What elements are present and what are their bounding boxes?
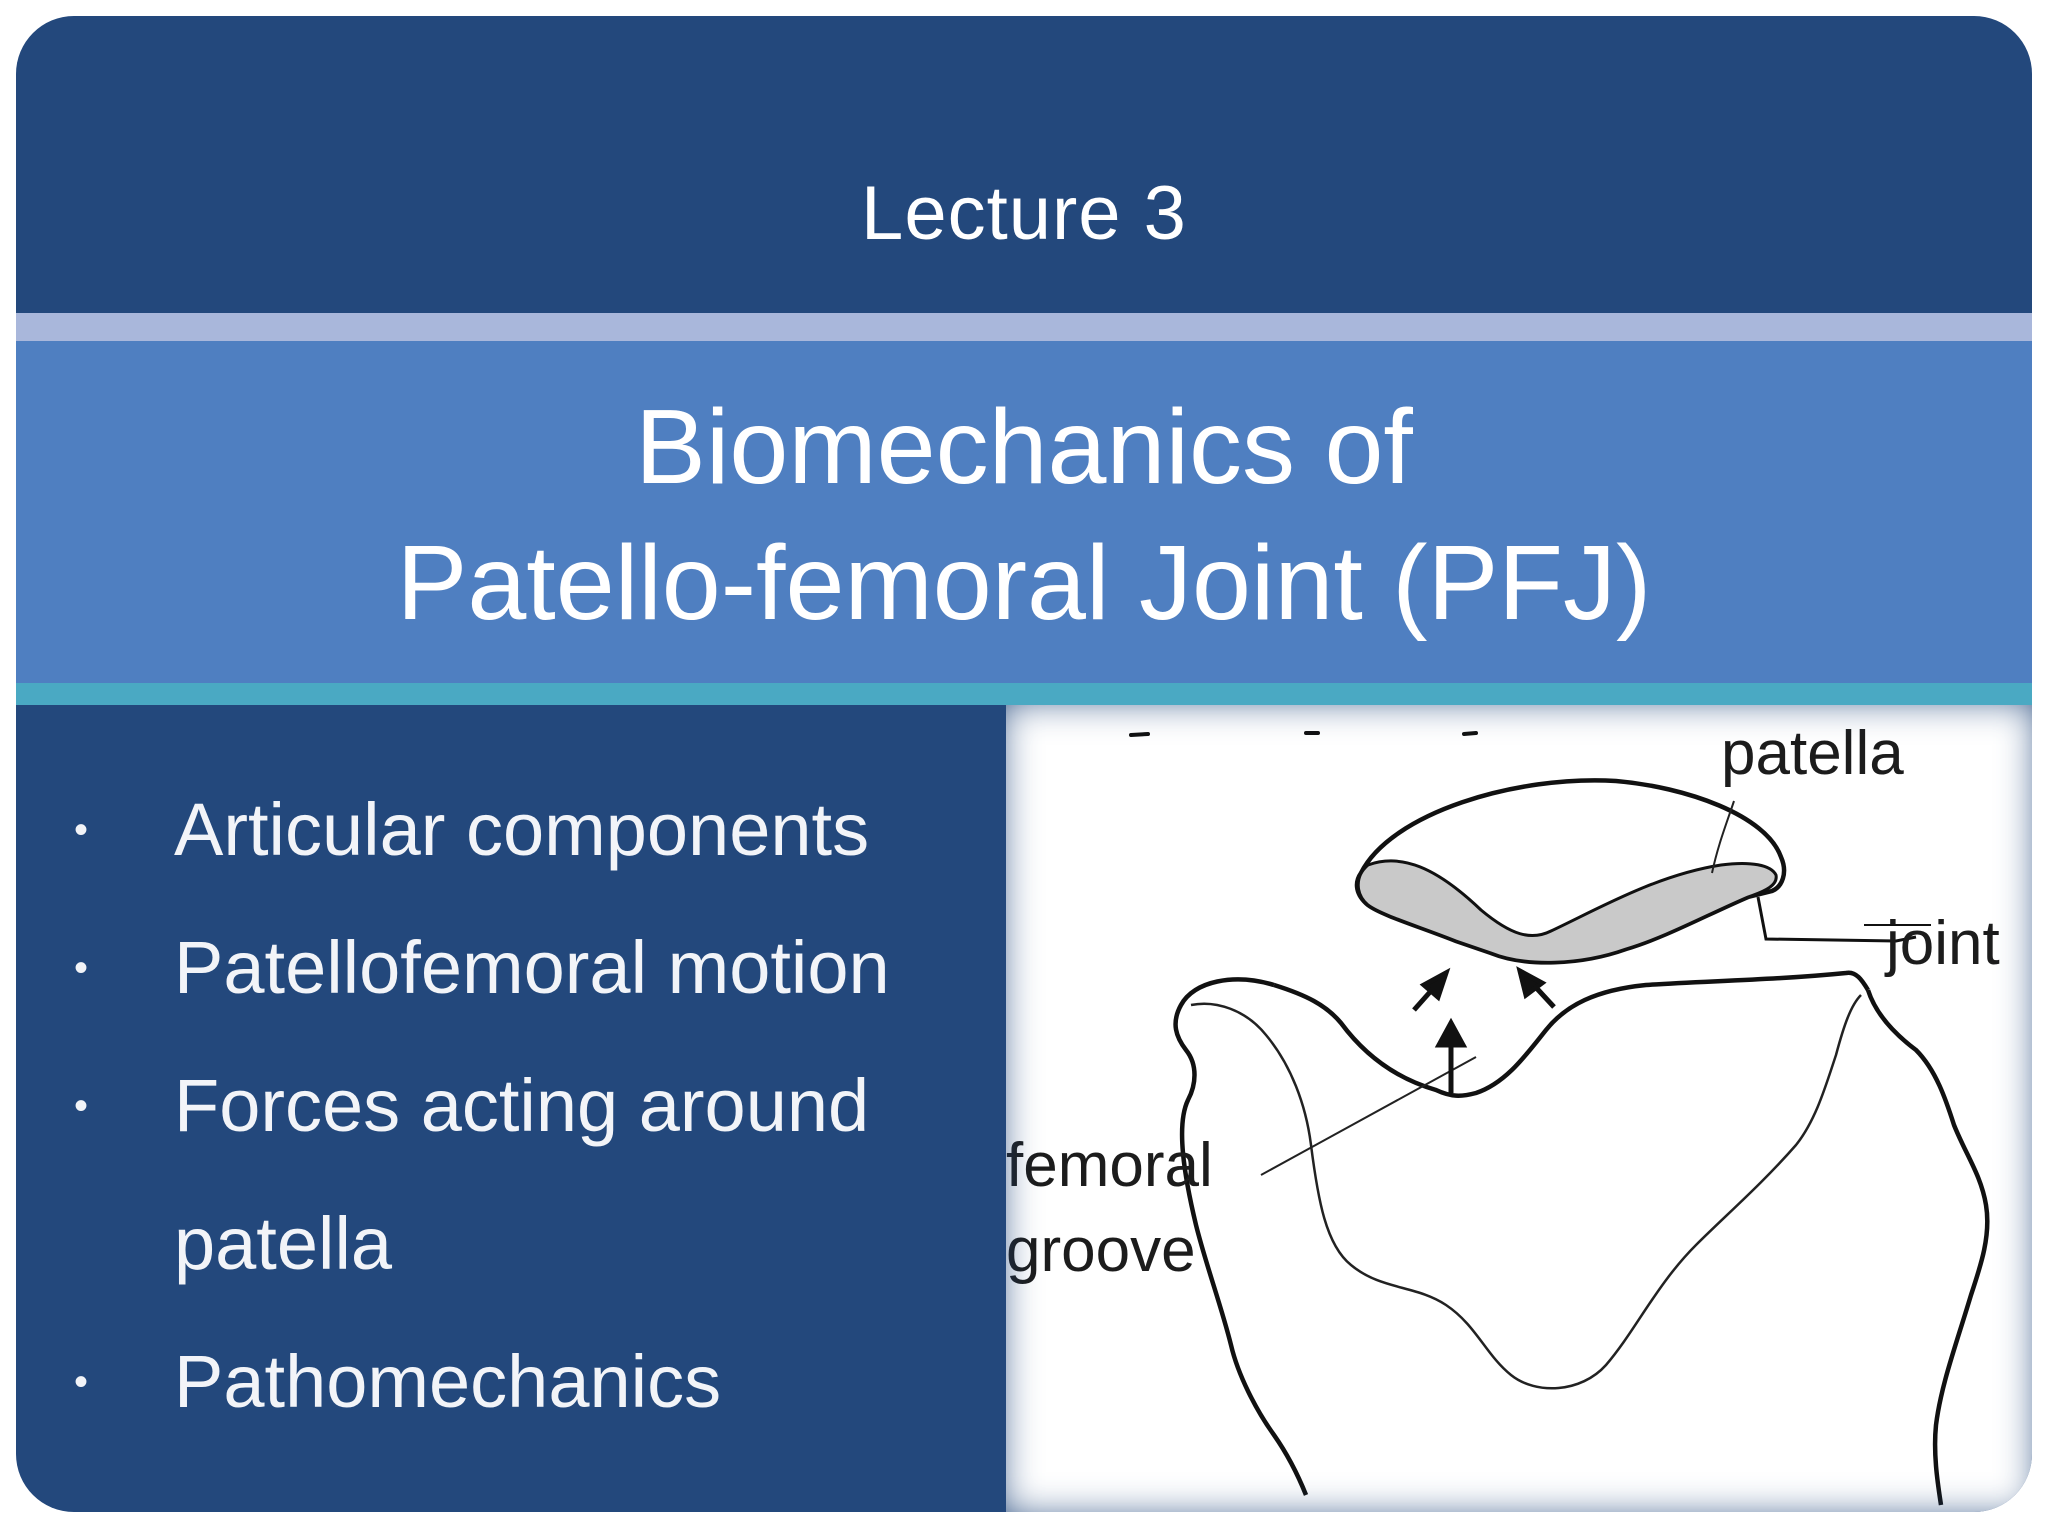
- patella-leader-line: [1711, 800, 1735, 874]
- femur-right-side: [1865, 989, 1990, 1506]
- bullet-text: Pathomechanics: [174, 1340, 722, 1423]
- bullet-marker: •: [74, 946, 89, 990]
- femur-top-condyles: [1273, 970, 1870, 1098]
- title-band-bottom-stripe: [16, 683, 2032, 705]
- bullet-text: Forces acting around: [174, 1064, 870, 1147]
- bullet-item-patella-continuation: patella: [52, 1175, 992, 1313]
- label-patella: patella: [1721, 719, 1904, 788]
- bullet-text: Patellofemoral motion: [174, 926, 890, 1009]
- lecture-number: Lecture 3: [861, 171, 1187, 256]
- bullet-item-patellofemoral-motion: • Patellofemoral motion: [52, 899, 992, 1037]
- bullet-item-forces-acting-around: • Forces acting around: [52, 1037, 992, 1175]
- bullet-marker: •: [74, 1360, 89, 1404]
- slide: Lecture 3 Biomechanics of Patello-femora…: [16, 16, 2032, 1512]
- slide-title: Biomechanics of Patello-femoral Joint (P…: [16, 379, 2032, 651]
- femur-outline: [1173, 977, 1309, 1496]
- slide-title-line-1: Biomechanics of: [635, 388, 1413, 506]
- bullet-marker: •: [74, 808, 89, 852]
- patellofemoral-diagram: patella joint femoral groove: [1006, 705, 2032, 1512]
- bullet-marker: •: [74, 1084, 89, 1128]
- bullet-text: patella: [174, 1202, 393, 1285]
- joint-leader-line: [1756, 896, 1917, 943]
- title-band: [16, 341, 2032, 683]
- title-band-top-stripe: [16, 313, 2032, 341]
- slide-title-line-2: Patello-femoral Joint (PFJ): [396, 524, 1652, 642]
- patella-cartilage: [1356, 859, 1778, 964]
- femur-inner-outline: [1190, 994, 1862, 1390]
- groove-leader-line: [1260, 1056, 1477, 1176]
- bullet-list: • Articular components • Patellofemoral …: [52, 761, 992, 1451]
- label-groove: groove: [1006, 1216, 1196, 1285]
- force-arrows: [1412, 966, 1556, 1093]
- bullet-item-pathomechanics: • Pathomechanics: [52, 1313, 992, 1451]
- top-edge-dashes: [1129, 731, 1478, 737]
- bullet-text: Articular components: [174, 788, 870, 871]
- bullet-item-articular-components: • Articular components: [52, 761, 992, 899]
- label-joint: joint: [1886, 909, 2000, 978]
- label-femoral: femoral: [1006, 1131, 1213, 1200]
- patellofemoral-drawing: [1129, 731, 1990, 1506]
